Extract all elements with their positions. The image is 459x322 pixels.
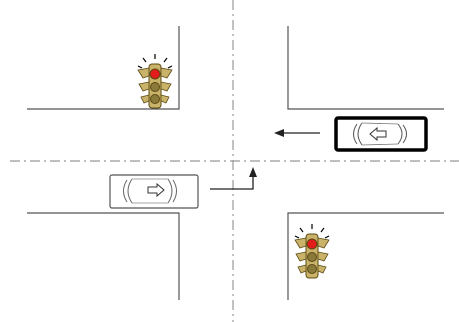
arrowhead-up-icon <box>249 167 257 177</box>
red-lamp-icon <box>149 68 161 80</box>
road-edges <box>27 26 444 300</box>
traffic-light-bottom-right <box>294 224 330 279</box>
curb-bottom-left <box>27 212 180 300</box>
arrow-eastbound-left-turn <box>210 175 254 190</box>
car-westbound <box>334 116 428 152</box>
red-lamp-icon <box>306 238 318 250</box>
curb-top-left <box>27 26 180 110</box>
curb-top-right <box>287 26 444 110</box>
path-arrows <box>210 129 320 190</box>
green-lamp-icon <box>150 94 160 104</box>
center-lines <box>10 0 459 322</box>
right-arrow-icon <box>147 182 165 198</box>
car-eastbound <box>109 174 199 209</box>
green-lamp-icon <box>307 264 317 274</box>
glow-rays-icon <box>137 54 173 69</box>
arrowhead-left-icon <box>274 129 284 137</box>
traffic-light-top-left <box>137 54 173 109</box>
left-arrow-icon <box>369 126 387 142</box>
curb-bottom-right <box>287 212 444 300</box>
amber-lamp-icon <box>307 252 317 262</box>
glow-rays-icon <box>294 224 330 239</box>
amber-lamp-icon <box>150 82 160 92</box>
